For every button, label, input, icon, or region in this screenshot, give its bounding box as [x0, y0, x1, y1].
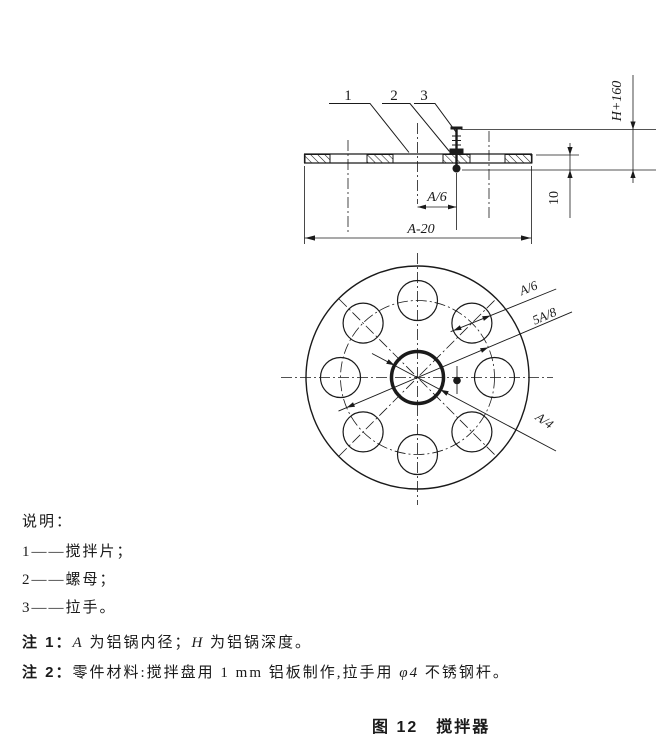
legend-title: 说明：: [22, 514, 74, 530]
handle-rod-top: [453, 366, 461, 394]
dim-label-center-hole: A/4: [532, 408, 557, 432]
dim-hole: A/6: [450, 277, 557, 333]
legend-item-1: 1——搅拌片；: [22, 544, 134, 560]
dim-label-hole: A/6: [516, 277, 540, 298]
part-label-2: 2: [390, 88, 398, 104]
dim-width: A-20: [304, 222, 532, 241]
part-label-1: 1: [344, 88, 352, 104]
rod-ball-end: [452, 164, 461, 173]
dim-label-offset: A/6: [426, 190, 446, 205]
figure-caption: 图 12 搅拌器: [372, 719, 491, 736]
note-2: 注 2：零件材料:搅拌盘用 1 mm 铝板制作,拉手用 φ4 不锈钢杆。: [22, 664, 510, 681]
dim-bolt-circle: 5A/8: [338, 304, 573, 412]
side-view: 1 2 3 A-20 A/6: [303, 75, 656, 244]
dim-drop: 10: [547, 143, 573, 218]
dim-label-height: H+160: [610, 81, 625, 123]
note-1: 注 1：A 为铝锅内径；H 为铝锅深度。: [22, 634, 313, 651]
disc-outline: [305, 265, 530, 490]
technical-drawing: 1 2 3 A-20 A/6: [281, 75, 656, 505]
legend-item-2: 2——螺母；: [22, 572, 117, 588]
center-hole: [389, 349, 446, 406]
bolt-circle: [340, 300, 495, 455]
part-label-3: 3: [420, 88, 428, 104]
top-view: A/6 5A/8 A/4: [281, 253, 573, 505]
legend-item-3: 3——拉手。: [22, 600, 117, 616]
stir-plate-hatch: [304, 154, 533, 164]
dim-offset: A/6: [417, 190, 457, 210]
top-center-lines: [281, 253, 553, 505]
dim-label-width: A-20: [406, 222, 434, 237]
dim-height: H+160: [610, 75, 636, 183]
dim-label-drop: 10: [547, 191, 562, 205]
stir-plate-outline: [303, 153, 533, 164]
nut: [449, 148, 464, 155]
handle-rod: [449, 126, 464, 173]
extension-lines: [304, 129, 656, 244]
stir-holes: [319, 279, 516, 476]
side-center-lines: [347, 123, 490, 232]
part-leaders: [329, 103, 457, 153]
